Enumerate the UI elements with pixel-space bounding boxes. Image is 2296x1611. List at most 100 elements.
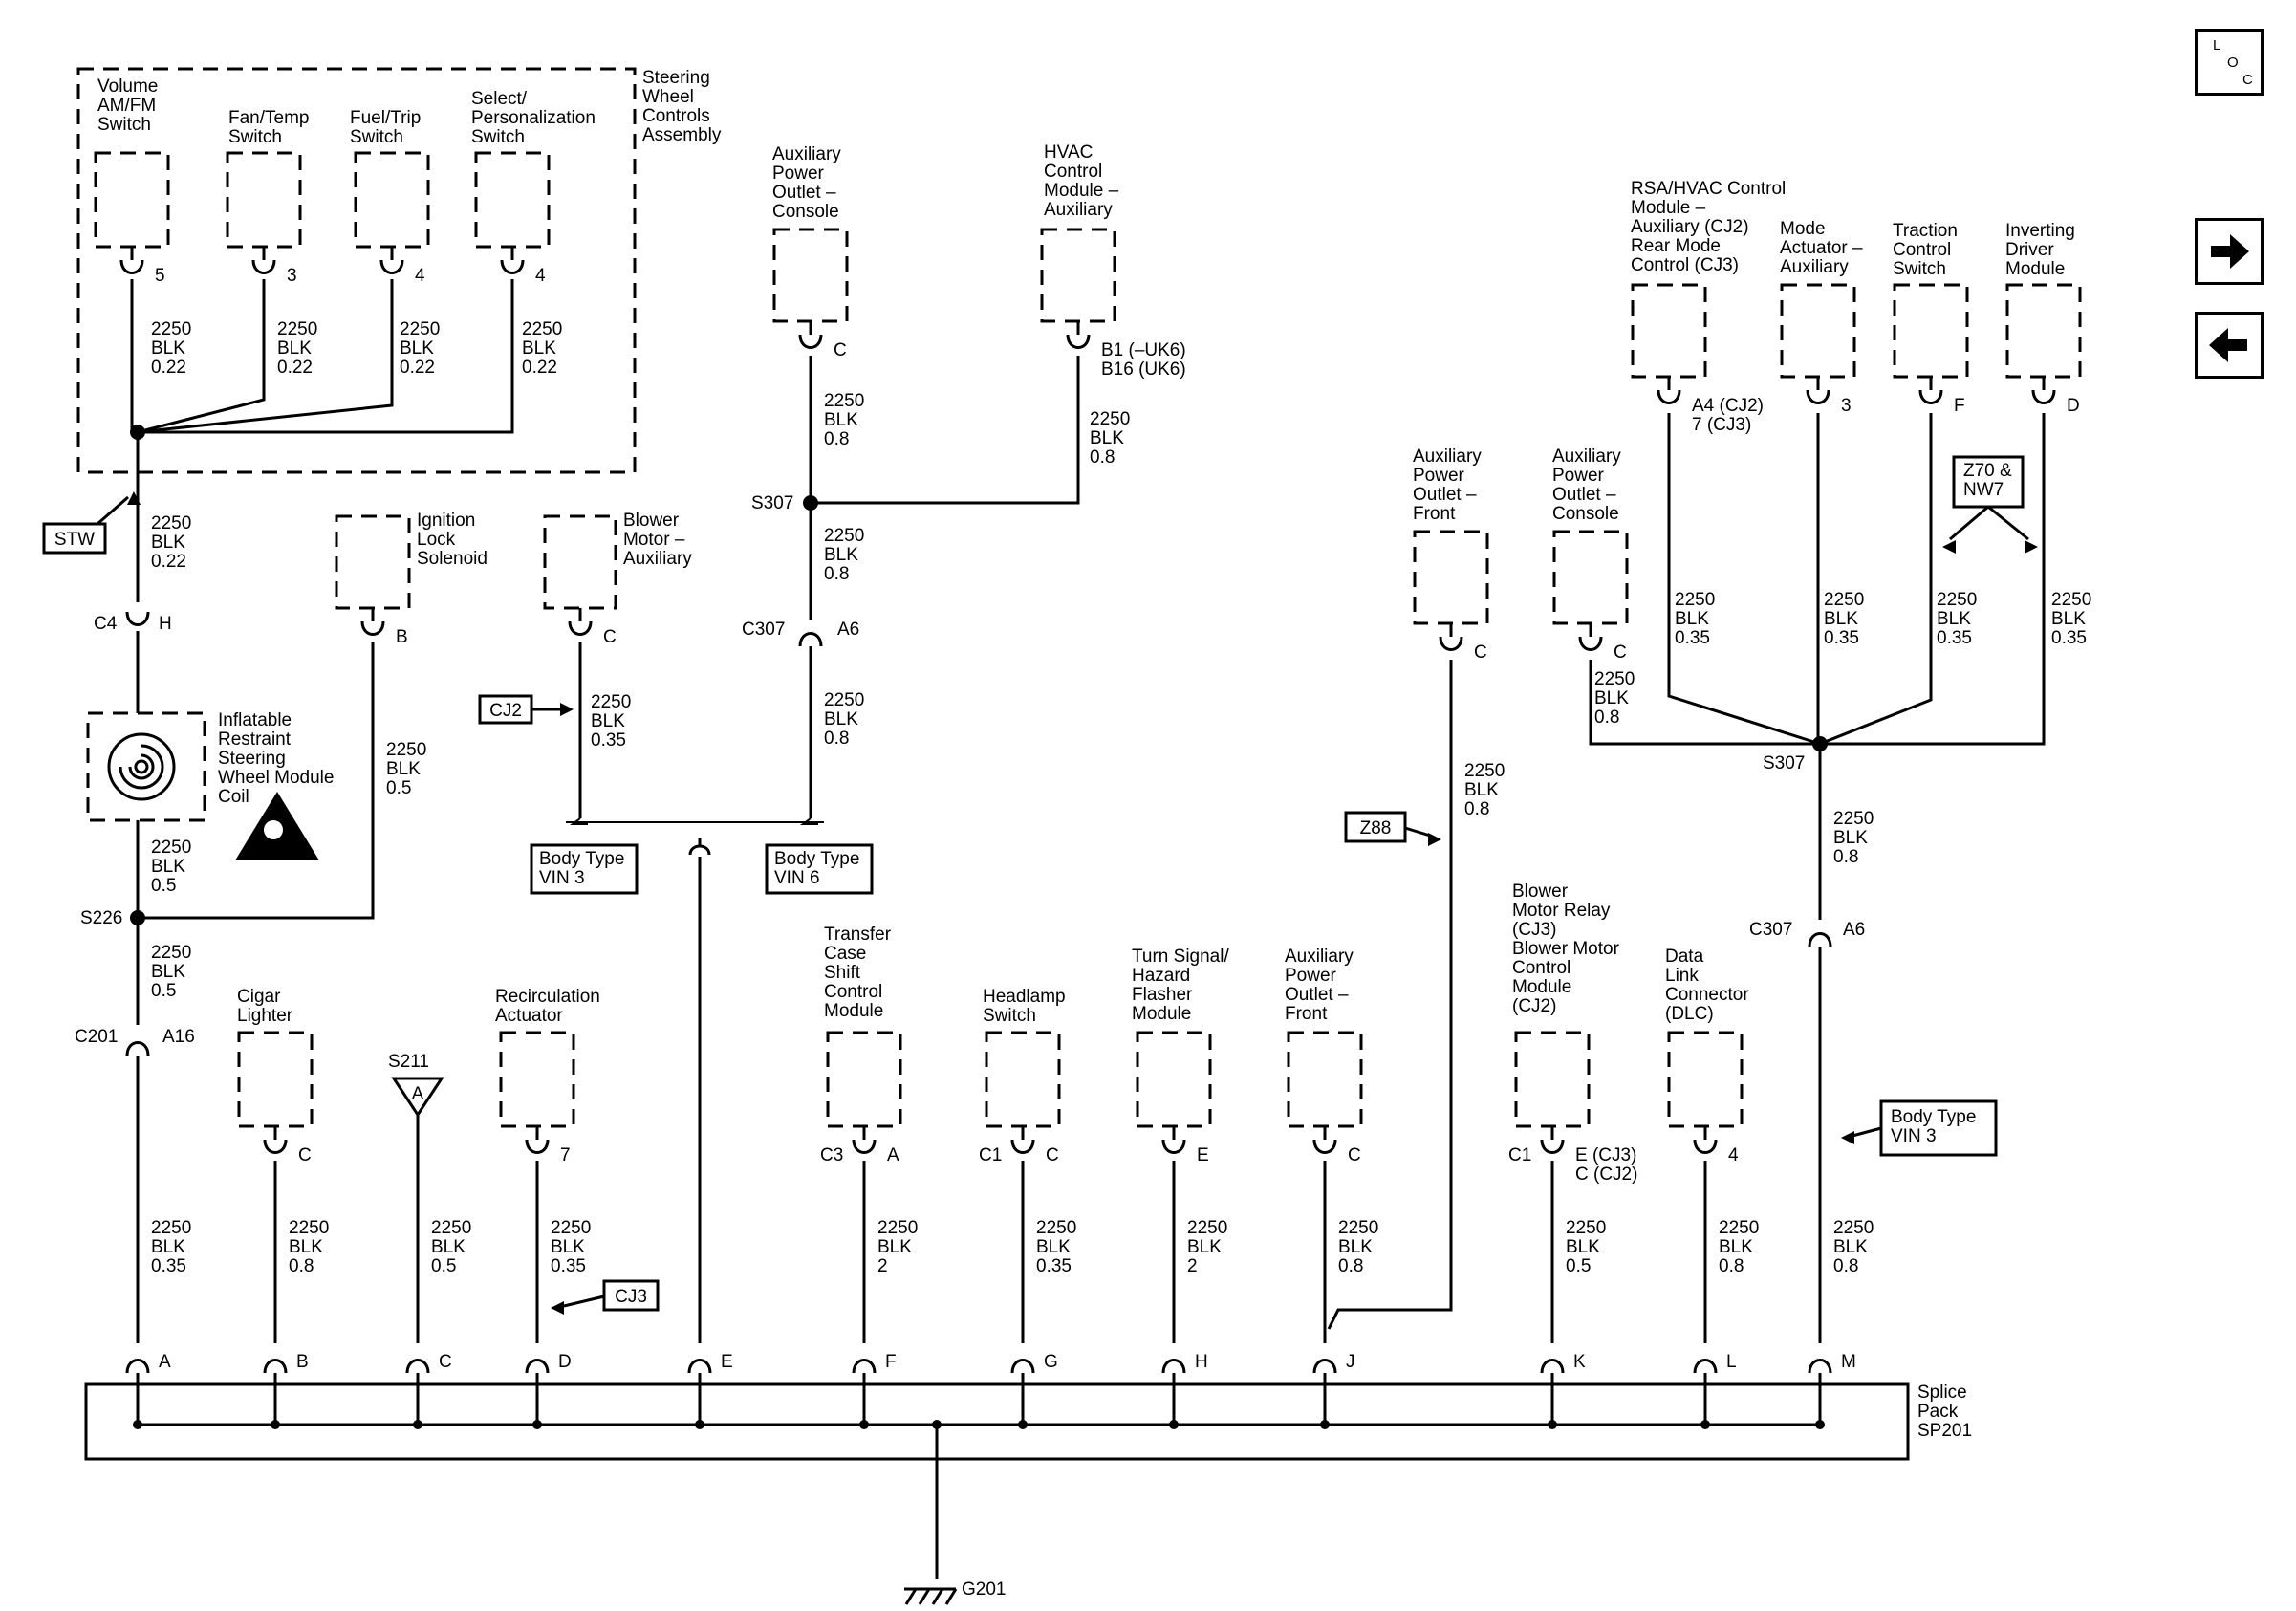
rsa-hvac-control-module-box [1631, 283, 1707, 379]
wire-label-w-inverting-line: 2250 [2051, 590, 2091, 610]
c4-pin: H [159, 614, 172, 634]
aux-power-outlet-console-top-connector [798, 334, 823, 349]
splice-pin-c-label: C [439, 1352, 452, 1372]
headlamp-switch-pin: C [1046, 1145, 1059, 1165]
mode-actuator-auxiliary-label-line: Mode [1780, 219, 1826, 239]
aux-power-outlet-console-top-label-line: Console [772, 202, 839, 222]
wire-label-w-h-line: 2250 [1187, 1218, 1227, 1238]
wire-hvac-aux [811, 356, 1080, 505]
z88-arrowhead [1428, 833, 1441, 846]
arrow-right-icon [2211, 234, 2249, 269]
blower-motor-relay-label-line: (CJ3) [1512, 920, 1556, 940]
headlamp-switch-conn: C1 [979, 1145, 1002, 1165]
cigar-lighter-pin: C [298, 1145, 312, 1165]
body-type-vin6-label-line: VIN 6 [774, 868, 820, 888]
transfer-case-shift-control-label-line: Case [824, 944, 866, 964]
traction-control-switch-label-line: Traction [1893, 221, 1958, 241]
recirculation-actuator-pin: 7 [560, 1145, 571, 1165]
splice-pin-h-connector [1161, 1359, 1186, 1374]
s211-triangle [391, 1077, 444, 1118]
rsa-hvac-control-module-pin2: 7 (CJ3) [1692, 415, 1751, 435]
wire-label-w-fantemp-line: 0.22 [277, 358, 313, 378]
wire-fuel-trip [137, 279, 394, 434]
volume-switch-label-line: Switch [97, 115, 151, 135]
wire-label-w-stw-line: 0.22 [151, 552, 186, 572]
traction-control-switch-pin: F [1954, 396, 1965, 416]
hvac-control-module-auxiliary-label-line: Module – [1044, 181, 1119, 201]
transfer-case-shift-control-pin: A [887, 1145, 899, 1165]
wire-label-w-volume-line: 2250 [151, 319, 191, 339]
wire-label-w-k-line: 2250 [1566, 1218, 1606, 1238]
wire-label-w-a-line: BLK [151, 1237, 185, 1257]
cj2-arrowhead [560, 703, 574, 716]
transfer-case-shift-control-label-line: Control [824, 982, 882, 1002]
loc-letter-o: O [2227, 54, 2239, 71]
wire-label-w-m-line: 2250 [1833, 1218, 1874, 1238]
loc-letter-c: C [2242, 72, 2253, 88]
wire-label-w-b-line: BLK [289, 1237, 323, 1257]
steering-wheel-controls-assembly-box [76, 67, 637, 474]
wire-label-w-traction-line: 0.35 [1937, 628, 1972, 648]
wire-label-w-hvac-line: 0.8 [1090, 447, 1115, 468]
ignition-lock-solenoid-label-line: Solenoid [417, 549, 487, 569]
z88-box [1344, 811, 1407, 843]
splice-pin-d-label: D [558, 1352, 572, 1372]
headlamp-switch-box [985, 1031, 1061, 1128]
data-link-connector-label-line: (DLC) [1665, 1004, 1714, 1024]
cigar-lighter-label-line: Lighter [237, 1006, 293, 1026]
select-personalization-switch-label-line: Switch [471, 127, 525, 147]
wire-label-w-s307-left-line: 0.8 [824, 564, 849, 584]
prev-page-button[interactable] [2195, 312, 2264, 379]
aux-power-outlet-front-bottom-label-line: Power [1285, 966, 1337, 986]
fuel-trip-switch-label-line: Fuel/Trip [350, 108, 421, 128]
wire-label-w-d-line: 0.35 [551, 1256, 586, 1276]
turn-signal-hazard-flasher-label-line: Module [1132, 1004, 1191, 1024]
aux-power-outlet-front-bottom-pin: C [1348, 1145, 1361, 1165]
wire-label-w-s226-line: 0.5 [151, 981, 176, 1001]
wire-label-w-s226-line: 2250 [151, 943, 191, 963]
recirculation-actuator-label-line: Recirculation [495, 987, 600, 1007]
rsa-hvac-control-module-connector [1657, 389, 1681, 404]
wire-label-w-m-line: BLK [1833, 1237, 1868, 1257]
wire-label-w-s307-right-line: BLK [1833, 828, 1868, 848]
wire-label-w-stw-line: BLK [151, 533, 185, 553]
z88-arrow-line [1404, 826, 1431, 838]
body-type-right-arrow-line [1852, 1126, 1882, 1138]
fan-temp-switch-pin: 3 [287, 266, 297, 286]
aux-power-outlet-front-top-label-line: Outlet – [1413, 485, 1477, 505]
splice-pin-f-label: F [885, 1352, 897, 1372]
wire-label-w-coil-line: BLK [151, 857, 185, 877]
splice-pin-m-label: M [1841, 1352, 1856, 1372]
loc-button[interactable]: L O C [2195, 29, 2264, 96]
airbag-coil-label-line: Wheel Module [218, 768, 334, 788]
s307-right-label: S307 [1763, 753, 1805, 773]
blower-motor-relay-box [1514, 1031, 1591, 1128]
wire-label-w-g-line: BLK [1036, 1237, 1071, 1257]
traction-control-switch-label-line: Switch [1893, 259, 1946, 279]
transfer-case-shift-control-conn: C3 [820, 1145, 843, 1165]
next-page-button[interactable] [2195, 218, 2264, 285]
aux-power-outlet-front-bottom-label-line: Outlet – [1285, 985, 1349, 1005]
body-type-break-1 [800, 817, 818, 825]
body-type-vin6-box [765, 843, 874, 895]
splice-pin-m-connector [1808, 1359, 1832, 1374]
body-type-vin3-label-line: VIN 3 [539, 868, 585, 888]
wire-label-w-traction-line: BLK [1937, 609, 1971, 629]
cigar-lighter-box [237, 1031, 314, 1128]
splice-pin-h-label: H [1195, 1352, 1208, 1372]
blower-motor-auxiliary-label-line: Motor – [623, 530, 685, 550]
